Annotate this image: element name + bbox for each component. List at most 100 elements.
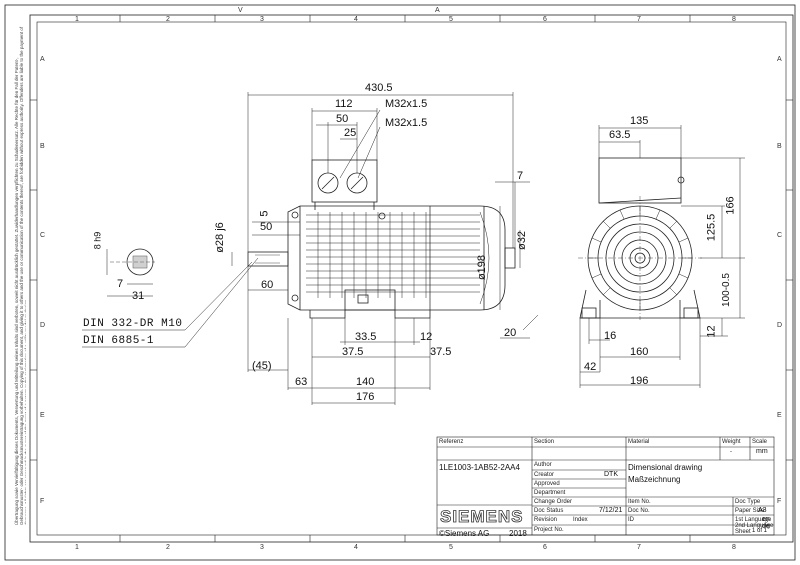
dim-front-125-5: 125.5: [705, 213, 718, 242]
title-block-frame: [436, 436, 775, 536]
outer-frame: [4, 4, 796, 561]
grid-top-letter-a: A: [435, 7, 440, 14]
tb-drawing-title-en: Dimensional drawing: [628, 463, 703, 472]
tb-date: 7/12/21: [599, 507, 623, 514]
tb-author-label: Author: [534, 462, 552, 468]
grid-col-6: 6: [543, 16, 547, 23]
tb-paper-size-label: Paper Size: [735, 508, 765, 514]
grid-row-a-right: A: [777, 56, 782, 63]
grid-col-5-bottom: 5: [449, 544, 453, 551]
tb-material-label: Material: [628, 439, 650, 445]
dim-front-160: 160: [630, 346, 649, 358]
tb-creator-value: DTK: [604, 471, 618, 478]
terminal-box: [311, 159, 378, 203]
grid-row-b-right: B: [777, 143, 782, 150]
dim-front-166: 166: [724, 196, 737, 215]
dim-50-top: 50: [336, 113, 349, 125]
dim-25: 25: [344, 127, 357, 139]
inner-frame: [29, 14, 794, 543]
dim-shaft-diameter: ø28 j6: [213, 222, 226, 253]
grid-col-5: 5: [449, 16, 453, 23]
dim-front-16: 16: [604, 330, 617, 342]
grid-row-d: D: [40, 322, 46, 329]
dim-198: ø198: [476, 254, 489, 281]
tb-lang2-label: 2nd Language: [735, 523, 774, 529]
motor-side-view: [247, 159, 516, 319]
grid-col-4-bottom: 4: [354, 544, 358, 551]
tb-sheet-value: 1 of 1: [752, 528, 768, 534]
label-center-hole: DIN 332-DR M10: [83, 318, 183, 330]
grid-col-6-bottom: 6: [543, 544, 547, 551]
dim-37-5-b: 37.5: [430, 346, 452, 358]
tb-id-label: ID: [628, 517, 634, 523]
dim-front-42: 42: [584, 361, 597, 373]
tb-doc-no-label: Doc No.: [628, 508, 650, 514]
dim-50: 50: [260, 221, 273, 233]
dim-140: 140: [356, 376, 375, 388]
grid-col-1: 1: [75, 16, 79, 23]
tb-weight-label: Weight: [722, 439, 741, 445]
grid-row-c: C: [40, 232, 46, 239]
zone-ticks: [30, 15, 793, 542]
grid-row-d-right: D: [777, 322, 783, 329]
tb-project-label: Project No.: [534, 527, 564, 533]
grid-row-c-right: C: [777, 232, 783, 239]
dim-33-5: 33.5: [355, 331, 377, 343]
tb-copyright: ©Siemens AG: [439, 529, 490, 538]
tb-lang2: de: [762, 523, 770, 530]
tb-index-label: Index: [573, 517, 588, 523]
dim-gland-2: M32x1.5: [385, 117, 428, 129]
tb-lang-label: 1st Language: [735, 517, 772, 523]
siemens-logo: SIEMENS: [440, 507, 524, 526]
label-key-standard: DIN 6885-1: [83, 335, 155, 347]
tb-part-number: 1LE1003-1AB52-2AA4: [439, 463, 520, 472]
drawing-border: [36, 21, 787, 536]
tb-paper-size: A3: [758, 507, 767, 514]
grid-col-3-bottom: 3: [260, 544, 264, 551]
tb-doc-type-label: Doc Type: [735, 499, 761, 505]
dim-front-135: 135: [630, 115, 649, 127]
shaft: [247, 251, 289, 267]
dim-60: 60: [261, 279, 274, 291]
dim-37-5-a: 37.5: [342, 346, 364, 358]
tb-year: 2018: [509, 529, 527, 538]
grid-col-1-bottom: 1: [75, 544, 79, 551]
tb-lang1: en: [762, 516, 770, 523]
tb-department-label: Department: [534, 490, 566, 496]
shaft-end-detail: [106, 248, 155, 297]
grid-row-f: F: [40, 498, 45, 505]
tb-unit: mm: [756, 448, 768, 455]
dim-front-100: 100-0.5: [720, 273, 732, 307]
grid-row-f-right: F: [777, 498, 782, 505]
dim-20: 20: [504, 327, 517, 339]
dim-7: 7: [517, 170, 524, 182]
dim-12-side: 12: [420, 331, 433, 343]
tb-revision-label: Revision: [534, 517, 558, 523]
dim-terminal-box-width: 112: [335, 98, 353, 110]
tb-drawing-title-de: Maßzeichnung: [628, 475, 681, 484]
foot-pad: [344, 289, 396, 311]
dim-63: 63: [295, 376, 308, 388]
grid-col-3: 3: [260, 16, 264, 23]
tb-change-label: Change Order: [534, 499, 573, 505]
tb-item-no-label: Item No.: [628, 499, 651, 505]
dim-gland-1: M32x1.5: [385, 98, 428, 110]
grid-col-2: 2: [166, 16, 170, 23]
tb-weight-value: -: [730, 449, 732, 455]
copyright-side-text: Übertragung sowie Vervielfältigung diese…: [14, 26, 26, 525]
grid-row-a: A: [40, 56, 45, 63]
grid-col-8-bottom: 8: [732, 544, 736, 551]
dimension-lines: [82, 92, 745, 405]
grid-row-b: B: [40, 143, 45, 150]
dim-5: 5: [258, 210, 271, 217]
dim-key-31: 31: [132, 290, 145, 302]
grid-row-e-right: E: [777, 412, 782, 419]
dim-45: (45): [252, 360, 272, 372]
tb-scale-label: Scale: [752, 439, 768, 445]
tb-creator-label: Creator: [534, 472, 555, 478]
grid-row-e: E: [40, 412, 45, 419]
tb-section-label: Section: [534, 439, 555, 445]
grid-col-7: 7: [637, 16, 641, 23]
tb-reference-label: Referenz: [439, 439, 464, 445]
